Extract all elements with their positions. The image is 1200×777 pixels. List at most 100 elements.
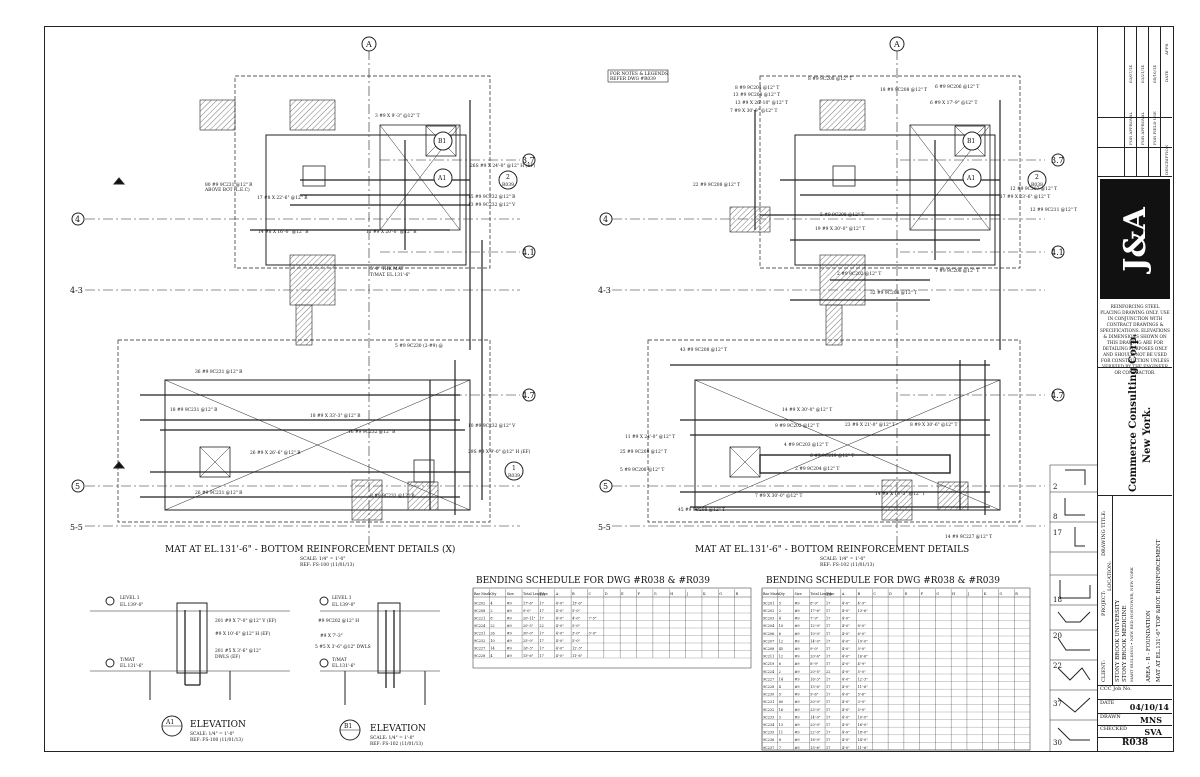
schedule-cell: 17	[826, 617, 830, 621]
callout-b1-right: B1	[967, 138, 975, 145]
schedule-cell: 9C227	[763, 677, 774, 681]
schedule-cell: 4'-0"	[842, 617, 850, 621]
bar-label: 14 #8 X 16'-0" @12" B	[258, 230, 308, 235]
schedule-cell: 13'-6"	[858, 609, 869, 613]
detail-a1-ref: REF: FS-100 (11/01/13)	[190, 738, 243, 743]
schedule-cell: #9	[795, 639, 800, 643]
schedule-cell: 17	[826, 647, 830, 651]
el2-label: EL.131'-6"	[332, 664, 355, 669]
bar-label: 14 #9 9C227 @12" T	[945, 535, 992, 540]
project-label: PROJECT:	[1101, 590, 1107, 616]
schedule-cell: #9	[507, 624, 512, 628]
bar-label: 26 #9 9C231 @12" B	[195, 491, 242, 496]
bar-label: DWLS (EF)	[215, 655, 240, 660]
callout-a1-right: A1	[966, 175, 975, 182]
schedule-cell: 11'-6"	[858, 685, 869, 689]
schedule-cell: 45	[779, 647, 783, 651]
schedule-cell: 12	[779, 639, 783, 643]
schedule-cell: 20'-5"	[523, 624, 534, 628]
schedule-cell: 3'-0"	[588, 631, 596, 635]
plan-scale-left: SCALE: 1/4" = 1'-0"	[300, 556, 346, 562]
rev-2-date: 03/21/14	[1140, 65, 1145, 83]
detail-b1	[319, 596, 440, 741]
schedule-cell: 17	[826, 746, 830, 750]
schedule-cell: 17	[826, 655, 830, 659]
schedule-header-cell: D	[605, 592, 608, 596]
schedule-cell: 4'-0"	[842, 609, 850, 613]
right-plan	[599, 36, 1065, 545]
schedule-cell: #9	[795, 693, 800, 697]
grid-4-3-left: 4-3	[70, 286, 83, 295]
schedule-cell: 25'-0"	[810, 708, 821, 712]
left-plan-text: A 4 4-3 5 5-5 3.7 4.1 4.7 B1 A1 2 R039 1…	[70, 40, 535, 568]
schedule-cell: 4'-0"	[556, 616, 564, 620]
grid-a-right: A	[893, 40, 900, 49]
logo-text: J&A	[1117, 206, 1153, 272]
tmat-label: T/MAT	[332, 658, 347, 663]
schedule-header-cell: K	[703, 592, 706, 596]
schedule-header-cell: D	[889, 592, 892, 596]
bend-type-labels: 2 8 17 18 20 22 37 30	[1053, 483, 1062, 747]
level-label: LEVEL 1	[332, 596, 352, 601]
bar-label: 22 #9 9C208 @12" T	[693, 183, 740, 188]
schedule-cell: 14'-0"	[858, 738, 869, 742]
bar-label: #9 9C202 @12" H	[318, 619, 359, 624]
schedule-cell: 9C206	[763, 632, 774, 636]
schedule-cell: 4'-0"	[842, 655, 850, 659]
schedule-header-cell: R	[1015, 592, 1018, 596]
checked-label: CHECKED	[1100, 726, 1128, 732]
callout-r039-left: R039	[502, 182, 514, 188]
schedule-cell: 9C227	[474, 646, 485, 650]
schedule-header-cell: E	[905, 592, 908, 596]
drawing-title-2: MAT AT EL.131'-6" TOP &BOT. REINFORCEMEN…	[1156, 539, 1162, 682]
detail-b1-ref: REF: FS-102 (11/01/13)	[370, 742, 423, 747]
bar-label: ABOVE BOT (L.E.C)	[204, 188, 250, 193]
schedule-cell: 2	[490, 609, 492, 613]
bar-label: 29S #9 X 9'-0" @12" H (EF)	[468, 450, 531, 455]
schedule-cell: 17	[826, 685, 830, 689]
bar-label: 5 #5 X 3'-6" @12" DWLS	[315, 645, 371, 650]
grid-4-1-left: 4.1	[522, 248, 535, 257]
schedule-cell: #9	[507, 631, 512, 635]
schedule-cell: 10'-0"	[858, 639, 869, 643]
bar-label: 18 #9 9C231 @12" B	[170, 408, 217, 413]
schedule-cell: #9	[795, 685, 800, 689]
schedule-cell: 17	[539, 654, 543, 658]
schedule-cell: 4'-0"	[842, 693, 850, 697]
schedule-cell: 9C204	[763, 624, 774, 628]
bend-type-37: 37	[1053, 700, 1062, 708]
schedule-cell: 7'-9"	[810, 617, 818, 621]
schedule-cell: 4	[779, 685, 781, 689]
schedule-header-cell: Bar Mark	[474, 592, 491, 596]
schedule-cell: #9	[795, 700, 800, 704]
grid-5-left: 5	[75, 482, 80, 491]
bar-label: 16 #9 9C232 @12" B	[348, 430, 395, 435]
schedule-cell: 17	[539, 646, 543, 650]
schedule-cell: 6'-0"	[858, 632, 866, 636]
schedule-cell: #9	[795, 609, 800, 613]
schedule-cell: 10'-0"	[810, 632, 821, 636]
schedule-cell: 12	[779, 655, 783, 659]
schedule-cell: 5'-0"	[572, 639, 580, 643]
schedule-cell: 17	[826, 677, 830, 681]
schedule-cell: 8	[779, 738, 781, 742]
callout-b1-left: B1	[438, 138, 446, 145]
schedule-cell: #9	[795, 662, 800, 666]
schedule-cell: 17	[826, 639, 830, 643]
bar-label: 17 #8 X 22'-6" @12" B	[257, 196, 307, 201]
schedule-cell: 18'-0"	[858, 731, 869, 735]
schedule-header-cell: Total Length	[523, 592, 546, 596]
bar-label: 45 #9 9C208 @12" T	[678, 508, 725, 513]
date-row: DATE 04/10/14	[1098, 699, 1172, 713]
bend-type-17: 17	[1053, 529, 1062, 537]
schedule-cell: 9C231	[474, 631, 485, 635]
bar-label: 26S #9 X 24'-0" @12" H (EF)	[470, 164, 535, 169]
drawn-value: MNS	[1140, 715, 1162, 725]
grid-5-right: 5	[603, 482, 608, 491]
schedule-cell: 9C235	[763, 731, 774, 735]
schedule-cell: 9C224	[474, 624, 485, 628]
bar-label: 5 #9 9C208 @12" T	[620, 468, 664, 473]
callout-r038-right: R038	[1031, 182, 1043, 188]
bar-label: 8 #9 9C204 @12" T	[735, 86, 779, 91]
